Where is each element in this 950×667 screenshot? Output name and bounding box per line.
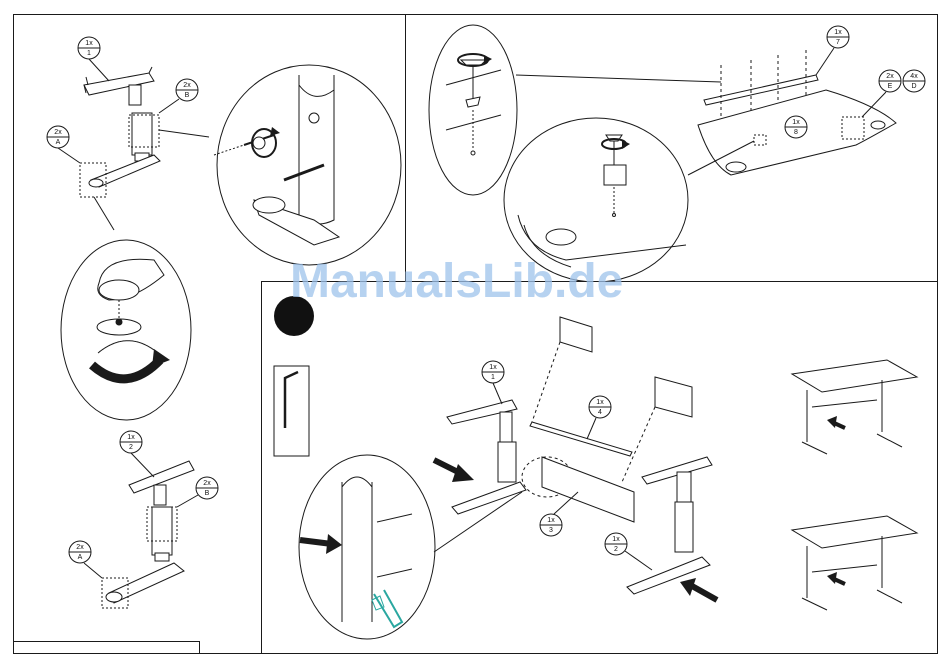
callout-code: 4 — [598, 409, 602, 416]
callout-code: 1 — [87, 50, 91, 57]
footer-box — [13, 641, 200, 654]
leg-2-drawing — [106, 461, 194, 603]
callout-code: 2 — [614, 546, 618, 553]
callout-qty: 1x — [834, 29, 842, 36]
desk-preview-1 — [792, 360, 917, 454]
callout-qty: 1x — [612, 536, 620, 543]
push-arrow-icon — [827, 572, 845, 584]
callout-code: B — [185, 92, 190, 99]
callout-bolt-top: 2x B — [159, 79, 198, 113]
callout-code: A — [56, 139, 61, 146]
panel-tabletop-assembly: 1x 7 1x 8 2x E 4x D — [405, 14, 938, 284]
panel-frame-assembly: 1x 1 1x 4 1x 3 1x 2 — [261, 281, 938, 654]
callout-qty: 1x — [85, 40, 93, 47]
tabletop-assembly-drawing: 1x 7 1x 8 2x E 4x D — [406, 15, 939, 285]
callout-qty: 2x — [76, 544, 84, 551]
callout-leg-2: 1x 2 — [120, 431, 154, 477]
callout-rod: 1x 7 — [816, 26, 849, 75]
frame-assembly-drawing: 1x 1 1x 4 1x 3 1x 2 — [262, 282, 939, 655]
leg-1-drawing — [84, 67, 160, 187]
callout-c-leg-2: 1x 2 — [605, 533, 652, 570]
callout-leg-1: 1x 1 — [78, 37, 109, 81]
zoom-bolt-detail — [214, 65, 401, 265]
callout-qty: 1x — [547, 517, 555, 524]
callout-qty: 2x — [183, 82, 191, 89]
zoom-glide-detail — [61, 240, 191, 420]
callout-qty: 2x — [203, 480, 211, 487]
push-arrow-icon — [434, 460, 474, 482]
push-arrow-icon — [827, 416, 845, 428]
zoom-screw-detail — [429, 25, 517, 195]
push-arrow-icon — [680, 578, 717, 600]
tool-box — [274, 366, 309, 456]
callout-part-d: 4x D — [903, 70, 925, 92]
callout-code: 7 — [836, 39, 840, 46]
callout-c-rod: 1x 4 — [587, 396, 611, 439]
callout-qty: 1x — [792, 119, 800, 126]
callout-code: B — [205, 490, 210, 497]
callout-bolt-bot: 2x B — [177, 477, 218, 507]
callout-qty: 4x — [910, 73, 918, 80]
callout-qty: 1x — [127, 434, 135, 441]
callout-c-leg-1: 1x 1 — [482, 361, 504, 404]
zoom-panel-detail — [299, 455, 435, 639]
callout-qty: 1x — [596, 399, 604, 406]
callout-glide-top: 2x A — [47, 126, 80, 163]
callout-code: E — [888, 83, 893, 90]
callout-code: 2 — [129, 444, 133, 451]
desk-preview-2 — [792, 516, 917, 610]
callout-code: D — [911, 83, 916, 90]
callout-glide-bot: 2x A — [69, 541, 102, 578]
callout-qty: 2x — [886, 73, 894, 80]
callout-code: A — [78, 554, 83, 561]
watermark-text: ManualsLib.de — [290, 254, 670, 314]
callout-code: 1 — [491, 374, 495, 381]
callout-qty: 2x — [54, 129, 62, 136]
callout-tabletop: 1x 8 — [785, 116, 807, 138]
callout-qty: 1x — [489, 364, 497, 371]
callout-code: 3 — [549, 527, 553, 534]
callout-code: 8 — [794, 129, 798, 136]
